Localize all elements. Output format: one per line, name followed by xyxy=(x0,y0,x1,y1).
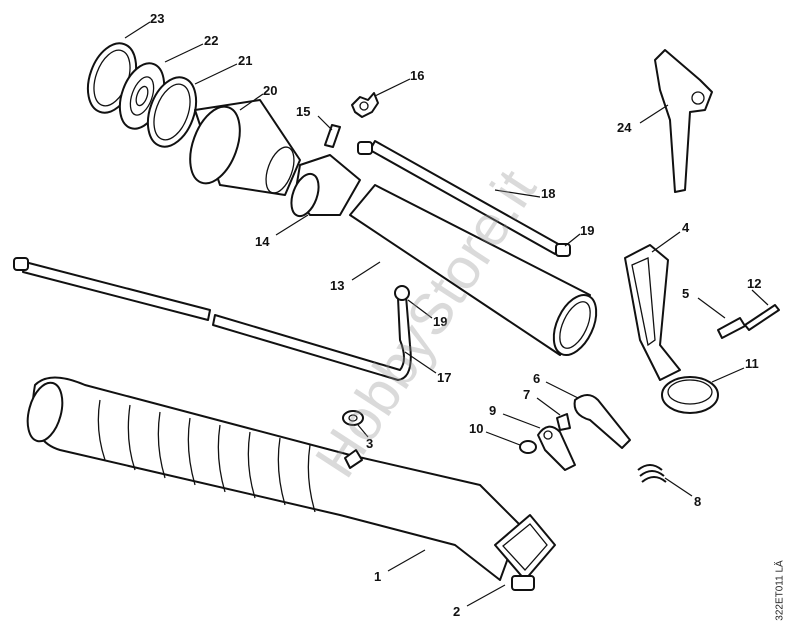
part-spring-8 xyxy=(637,464,667,483)
part-handle-4 xyxy=(624,244,681,381)
part-spring-7 xyxy=(556,413,571,431)
drawing-code: 322ET011 LÄ xyxy=(774,560,786,621)
part-bellows-tube-1 xyxy=(26,376,521,581)
callout-12: 12 xyxy=(747,276,761,291)
part-screen-21 xyxy=(146,76,198,148)
callout-5: 5 xyxy=(682,286,689,301)
callout-11: 11 xyxy=(745,356,759,371)
callout-20: 20 xyxy=(263,83,277,98)
callout-21: 21 xyxy=(238,53,252,68)
callout-8: 8 xyxy=(694,494,701,509)
callout-13: 13 xyxy=(330,278,344,293)
leader-lines xyxy=(124,21,769,607)
callout-16: 16 xyxy=(410,68,424,83)
part-tube-13 xyxy=(349,184,598,356)
callout-23: 23 xyxy=(150,11,164,26)
callout-3: 3 xyxy=(366,436,373,451)
part-washer-10 xyxy=(519,440,537,454)
part-lever-9 xyxy=(537,425,576,471)
callout-2: 2 xyxy=(453,604,460,619)
callout-19-lower: 19 xyxy=(433,314,447,329)
part-wrench-24 xyxy=(654,49,713,193)
callout-9: 9 xyxy=(489,403,496,418)
callout-6: 6 xyxy=(533,371,540,386)
callout-labels: 23 22 21 20 16 15 14 18 19 13 19 17 4 5 … xyxy=(150,11,761,619)
part-hose-18 xyxy=(357,140,571,257)
callout-1: 1 xyxy=(374,569,381,584)
callout-14: 14 xyxy=(255,234,270,249)
part-elbow-14 xyxy=(290,154,361,218)
part-lever-6 xyxy=(573,394,631,449)
callout-24: 24 xyxy=(617,120,632,135)
callout-18: 18 xyxy=(541,186,555,201)
part-knob-16 xyxy=(351,92,379,118)
part-intake-housing-20 xyxy=(189,99,301,196)
part-screw-12 xyxy=(744,304,780,331)
part-grommet-3 xyxy=(342,410,364,426)
callout-15: 15 xyxy=(296,104,310,119)
callout-4: 4 xyxy=(682,220,690,235)
part-hose-17 xyxy=(13,257,412,381)
callout-22: 22 xyxy=(204,33,218,48)
callout-19-upper: 19 xyxy=(580,223,594,238)
callout-10: 10 xyxy=(469,421,483,436)
part-screw-15 xyxy=(324,124,341,148)
part-pin-5 xyxy=(717,317,746,339)
callout-17: 17 xyxy=(437,370,451,385)
part-clamp-11 xyxy=(661,376,719,414)
callout-7: 7 xyxy=(523,387,530,402)
part-nozzle-frame-2 xyxy=(494,514,556,591)
